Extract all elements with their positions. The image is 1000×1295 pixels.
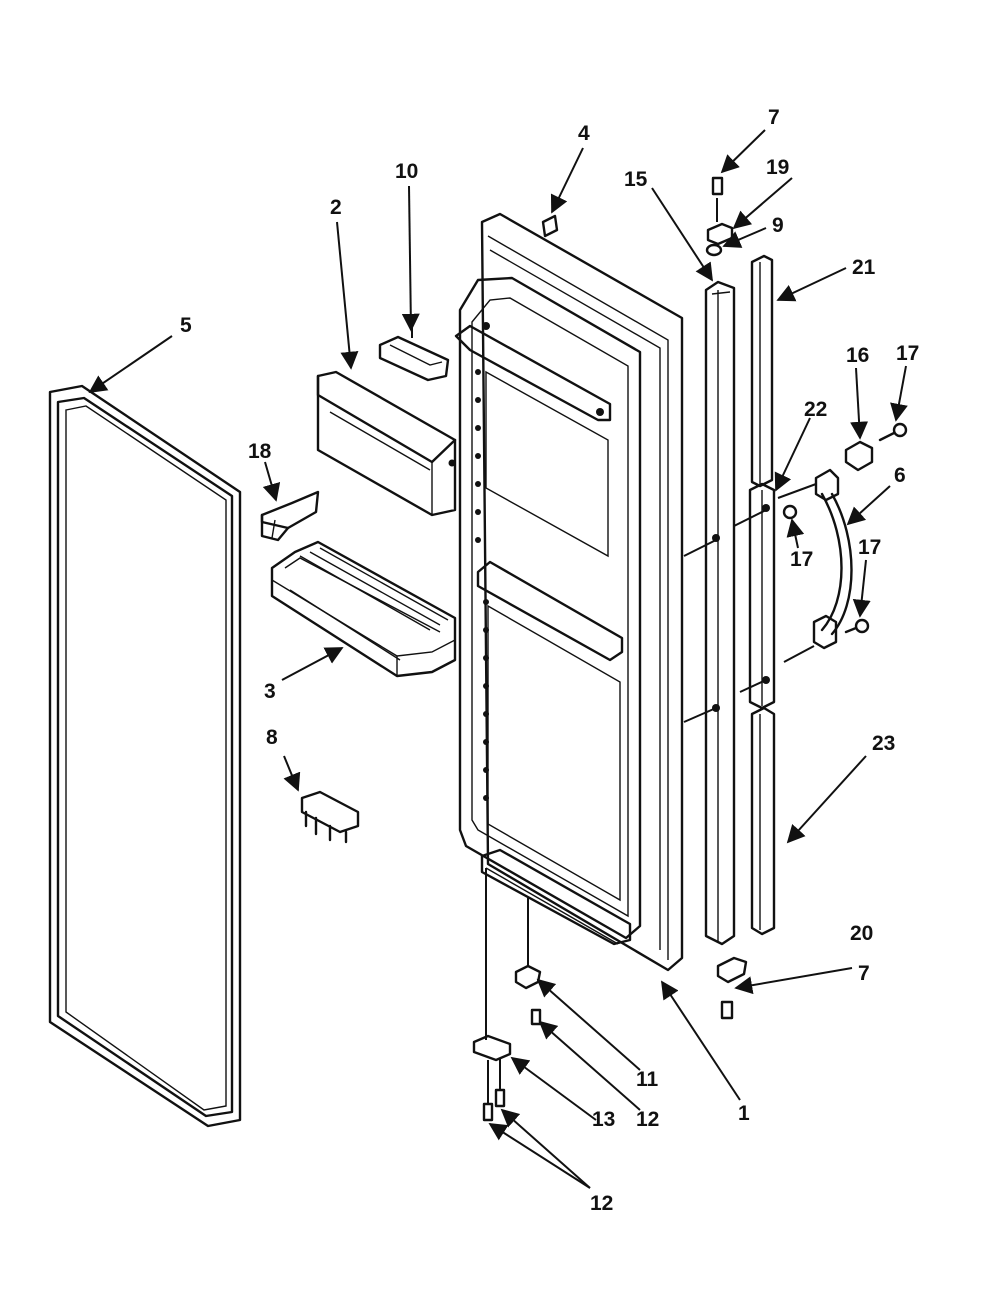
callout-8: 8 <box>266 726 278 749</box>
screw-12-upper <box>530 1008 542 1026</box>
door-trim-channel <box>704 280 736 946</box>
retainer-clip <box>300 790 360 844</box>
callout-arrows <box>88 129 908 1189</box>
callout-labels: 1 2 3 4 5 6 7 7 8 9 10 11 12 12 13 15 16… <box>180 106 919 1215</box>
callout-17-c: 17 <box>858 536 881 559</box>
callout-15: 15 <box>624 168 648 191</box>
door-gasket <box>48 384 242 1128</box>
callout-12-b: 12 <box>590 1192 613 1215</box>
door-bin <box>270 540 457 678</box>
screw-7-bottom <box>720 1000 734 1020</box>
screw-12-lower-a <box>494 1088 506 1108</box>
shelf-end-bracket <box>260 490 320 542</box>
door-shelf-bin <box>316 370 457 517</box>
callout-16: 16 <box>846 344 869 367</box>
hinge-shim-19 <box>706 222 734 246</box>
callout-3: 3 <box>264 680 276 703</box>
callout-5: 5 <box>180 314 192 337</box>
callout-10: 10 <box>395 160 418 183</box>
callout-4: 4 <box>578 122 590 145</box>
screw-17-top <box>878 422 908 442</box>
handle-end-cap <box>844 440 874 472</box>
callout-13: 13 <box>592 1108 615 1131</box>
hinge-20 <box>716 956 748 984</box>
callout-19: 19 <box>766 156 789 179</box>
callout-17-a: 17 <box>896 342 919 365</box>
callout-23: 23 <box>872 732 895 755</box>
callout-1: 1 <box>738 1102 750 1125</box>
screw-17-middle <box>782 504 798 520</box>
assembly-lines <box>411 198 817 1104</box>
upper-handle-trim <box>750 254 774 488</box>
callout-6: 6 <box>894 464 906 487</box>
callout-7-top: 7 <box>768 106 780 129</box>
callout-9: 9 <box>772 214 784 237</box>
door-plug <box>541 214 559 238</box>
callout-20: 20 <box>850 922 873 945</box>
callout-12-a: 12 <box>636 1108 659 1131</box>
dairy-door-cover <box>378 335 450 382</box>
screw-12-lower-b <box>482 1102 494 1122</box>
callout-18: 18 <box>248 440 272 463</box>
lower-handle-trim <box>750 706 776 936</box>
callout-17-b: 17 <box>790 548 813 571</box>
screw-7-top <box>711 176 724 196</box>
callout-7-bottom: 7 <box>858 962 870 985</box>
handle-mounting-plate <box>748 482 776 710</box>
callout-21: 21 <box>852 256 876 279</box>
screw-17-lower <box>844 618 870 634</box>
hinge-bracket-13 <box>472 1034 512 1062</box>
inner-door-panel <box>454 212 684 972</box>
hinge-11 <box>514 964 542 990</box>
callout-11: 11 <box>636 1068 659 1091</box>
callout-2: 2 <box>330 196 342 219</box>
hinge-bushing-9 <box>705 243 723 257</box>
door-handle <box>812 468 853 650</box>
callout-22: 22 <box>804 398 827 421</box>
